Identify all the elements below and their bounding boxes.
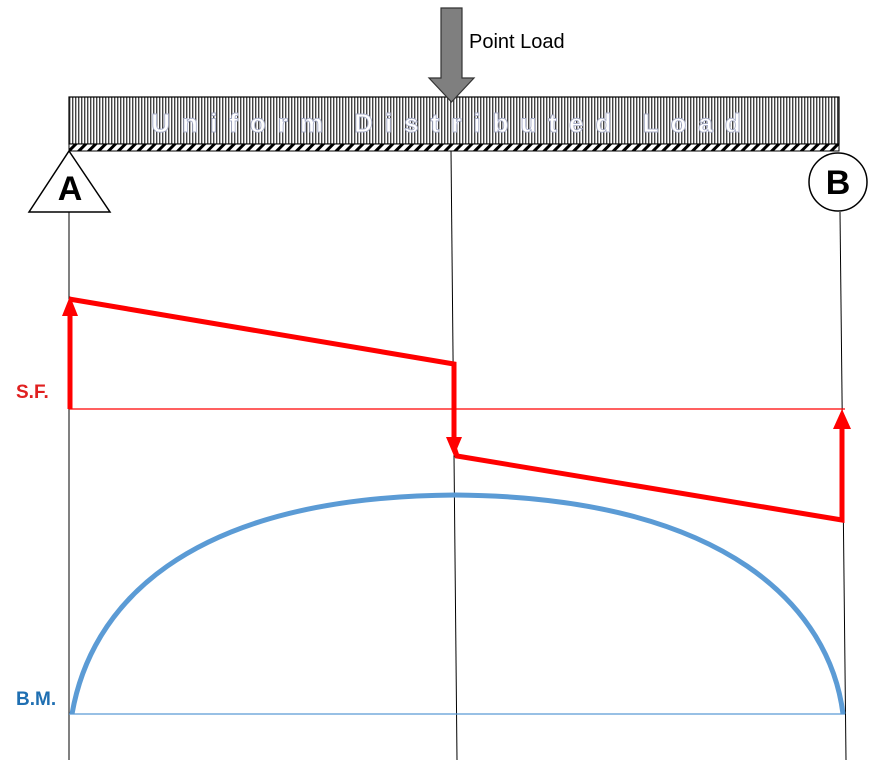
shear-arrow-a-head-icon: [62, 296, 78, 316]
roller-support-icon: [808, 152, 868, 212]
udl-label: Uniform Distributed Load: [151, 108, 752, 138]
shear-arrow-b-head-icon: [833, 409, 851, 429]
shear-arrow-mid-head-icon: [446, 437, 462, 456]
beam: [68, 143, 840, 152]
support-a-label: A: [58, 170, 83, 208]
bending-moment-label: B.M.: [16, 689, 56, 710]
point-load-arrow-icon: [427, 7, 476, 103]
shear-force-label: S.F.: [16, 382, 49, 403]
udl-block: [68, 96, 840, 145]
point-load-label: Point Load: [469, 31, 565, 53]
bending-moment-curve: [69, 492, 846, 715]
pin-support-icon: [27, 149, 112, 213]
support-b-label: B: [826, 164, 851, 202]
